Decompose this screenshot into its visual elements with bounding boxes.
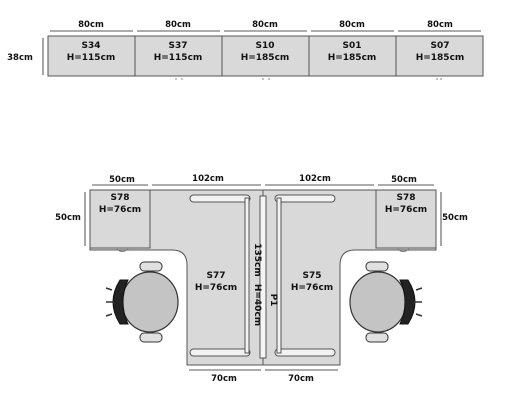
label-height-S75: H=76cm <box>291 283 333 293</box>
top-dimension-lines <box>42 30 481 75</box>
desk-leg-frames <box>189 194 336 357</box>
chair-back-left <box>112 279 129 325</box>
chair-armrest-left-top <box>139 261 163 272</box>
dim-height-top-row: 38cm <box>7 53 33 63</box>
chair-back-right <box>399 279 416 325</box>
cabinet-S10[interactable] <box>221 35 310 77</box>
label-height-S77: H=76cm <box>195 283 237 293</box>
dim-left-bottom-width: 70cm <box>211 374 237 384</box>
dim-width-S07: 80cm <box>427 20 453 30</box>
label-code-S10: S10 <box>255 41 274 51</box>
dim-right-bottom-width: 70cm <box>288 374 314 384</box>
dim-left-side-height: 50cm <box>55 213 81 223</box>
label-code-S37: S37 <box>168 41 187 51</box>
chair-armrest-right-bottom <box>365 332 389 343</box>
label-code-S78-right: S78 <box>396 193 415 203</box>
wheel-right <box>397 248 410 252</box>
label-height-S01: H=185cm <box>328 53 377 63</box>
cabinet-S34[interactable] <box>47 35 136 77</box>
dim-width-S01: 80cm <box>339 20 365 30</box>
chair-base-left <box>105 287 114 317</box>
office-chair-left[interactable] <box>105 261 179 343</box>
chair-armrest-left-bottom <box>139 332 163 343</box>
dim-right-top-width: 50cm <box>391 175 417 185</box>
workstation-dimension-lines <box>84 184 442 371</box>
label-height-S37: H=115cm <box>154 53 203 63</box>
label-code-S07: S07 <box>430 41 449 51</box>
dim-left-top-width: 50cm <box>109 175 135 185</box>
label-height-S10: H=185cm <box>241 53 290 63</box>
dim-right-mid-width: 102cm <box>299 174 331 184</box>
return-cabinet-right[interactable] <box>375 189 437 249</box>
label-panel-code: P1 <box>268 294 278 307</box>
office-chair-right[interactable] <box>349 261 423 343</box>
desk-left[interactable] <box>89 189 264 366</box>
chair-seat-right <box>349 271 407 333</box>
return-cabinet-left[interactable] <box>89 189 151 249</box>
cabinet-S37[interactable] <box>134 35 223 77</box>
label-height-S78-left: H=76cm <box>99 205 141 215</box>
top-cabinet-row: 80cm 80cm 80cm 80cm 80cm 38cm S34 H=115c… <box>7 20 484 80</box>
dim-width-S34: 80cm <box>78 20 104 30</box>
label-panel-length: 135cm <box>252 243 262 277</box>
label-code-S34: S34 <box>81 41 100 51</box>
label-height-S07: H=185cm <box>416 53 465 63</box>
desk-right[interactable] <box>262 189 437 366</box>
chair-base-right <box>414 287 423 317</box>
label-code-S77: S77 <box>206 271 225 281</box>
dim-right-side-height: 50cm <box>442 213 468 223</box>
label-panel-height: H=40cm <box>252 284 262 326</box>
label-height-S34: H=115cm <box>67 53 116 63</box>
label-code-S75: S75 <box>302 271 321 281</box>
label-code-S78-left: S78 <box>110 193 129 203</box>
wheel-left <box>116 248 129 252</box>
privacy-panel-P1[interactable] <box>259 195 267 359</box>
chair-seat-left <box>121 271 179 333</box>
workstation: 50cm 102cm 102cm 50cm 50cm 50cm 70cm 70c… <box>55 174 468 384</box>
dim-width-S37: 80cm <box>165 20 191 30</box>
label-height-S78-right: H=76cm <box>385 205 427 215</box>
chair-armrest-right-top <box>365 261 389 272</box>
cabinet-S07[interactable] <box>395 35 484 77</box>
label-code-S01: S01 <box>342 41 361 51</box>
dim-left-mid-width: 102cm <box>192 174 224 184</box>
dim-width-S10: 80cm <box>252 20 278 30</box>
